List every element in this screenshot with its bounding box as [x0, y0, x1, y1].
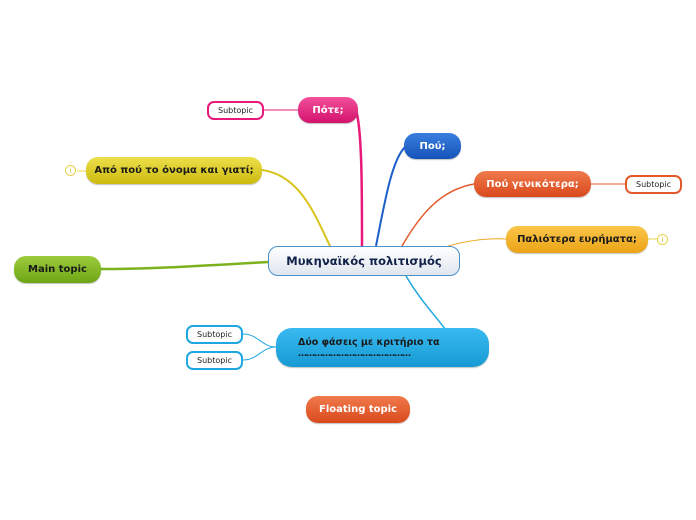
connector-dyo-faseis [405, 275, 446, 330]
subtopic-pote-label: Subtopic [218, 106, 253, 115]
subtopic-dyo-faseis-2[interactable]: Subtopic [186, 351, 243, 370]
topic-pote-label: Πότε; [312, 104, 344, 116]
topic-main-topic[interactable]: Main topic [14, 256, 101, 283]
topic-dyo-faseis-line1: Δύο φάσεις με κριτήριο τα [298, 336, 440, 348]
topic-apo-pou[interactable]: Από πού το όνομα και γιατί; [86, 157, 262, 184]
subtopic-dyo-faseis-2-label: Subtopic [197, 356, 232, 365]
central-topic[interactable]: Μυκηναϊκός πολιτισμός [268, 246, 460, 276]
connector-palaiotera [447, 238, 507, 247]
topic-pou-genikotera[interactable]: Πού γενικότερα; [474, 171, 591, 197]
connector-pou [375, 146, 406, 247]
connector-apo-pou [261, 169, 331, 247]
info-icon[interactable]: i [657, 234, 668, 245]
connector-pote [354, 109, 364, 247]
topic-pou[interactable]: Πού; [404, 133, 461, 159]
floating-topic-label: Floating topic [318, 404, 397, 415]
subtopic-pou-genikotera[interactable]: Subtopic [625, 175, 682, 194]
topic-pou-genikotera-label: Πού γενικότερα; [486, 178, 579, 190]
subtopic-pou-genikotera-label: Subtopic [636, 180, 671, 189]
topic-palaiotera[interactable]: Παλιότερα ευρήματα; [506, 226, 648, 253]
connector-dyo-faseis-sub1 [242, 333, 277, 348]
central-topic-label: Μυκηναϊκός πολιτισμός [286, 254, 442, 268]
topic-pou-label: Πού; [419, 140, 446, 152]
subtopic-dyo-faseis-1[interactable]: Subtopic [186, 325, 243, 344]
topic-pote[interactable]: Πότε; [298, 97, 358, 123]
topic-main-topic-label: Main topic [28, 264, 87, 275]
subtopic-pote[interactable]: Subtopic [207, 101, 264, 120]
connector-dyo-faseis-sub2 [242, 346, 277, 361]
subtopic-dyo-faseis-1-label: Subtopic [197, 330, 232, 339]
topic-apo-pou-label: Από πού το όνομα και γιατί; [94, 165, 254, 176]
topic-dyo-faseis-line2: …………………………………… [298, 348, 411, 359]
connector-pou-genikotera [401, 183, 475, 247]
topic-palaiotera-label: Παλιότερα ευρήματα; [517, 234, 637, 245]
connector-main-topic [99, 260, 269, 271]
info-icon[interactable]: i [65, 165, 76, 176]
topic-dyo-faseis[interactable]: Δύο φάσεις με κριτήριο τα …………………………………… [276, 328, 489, 367]
floating-topic[interactable]: Floating topic [306, 396, 410, 423]
